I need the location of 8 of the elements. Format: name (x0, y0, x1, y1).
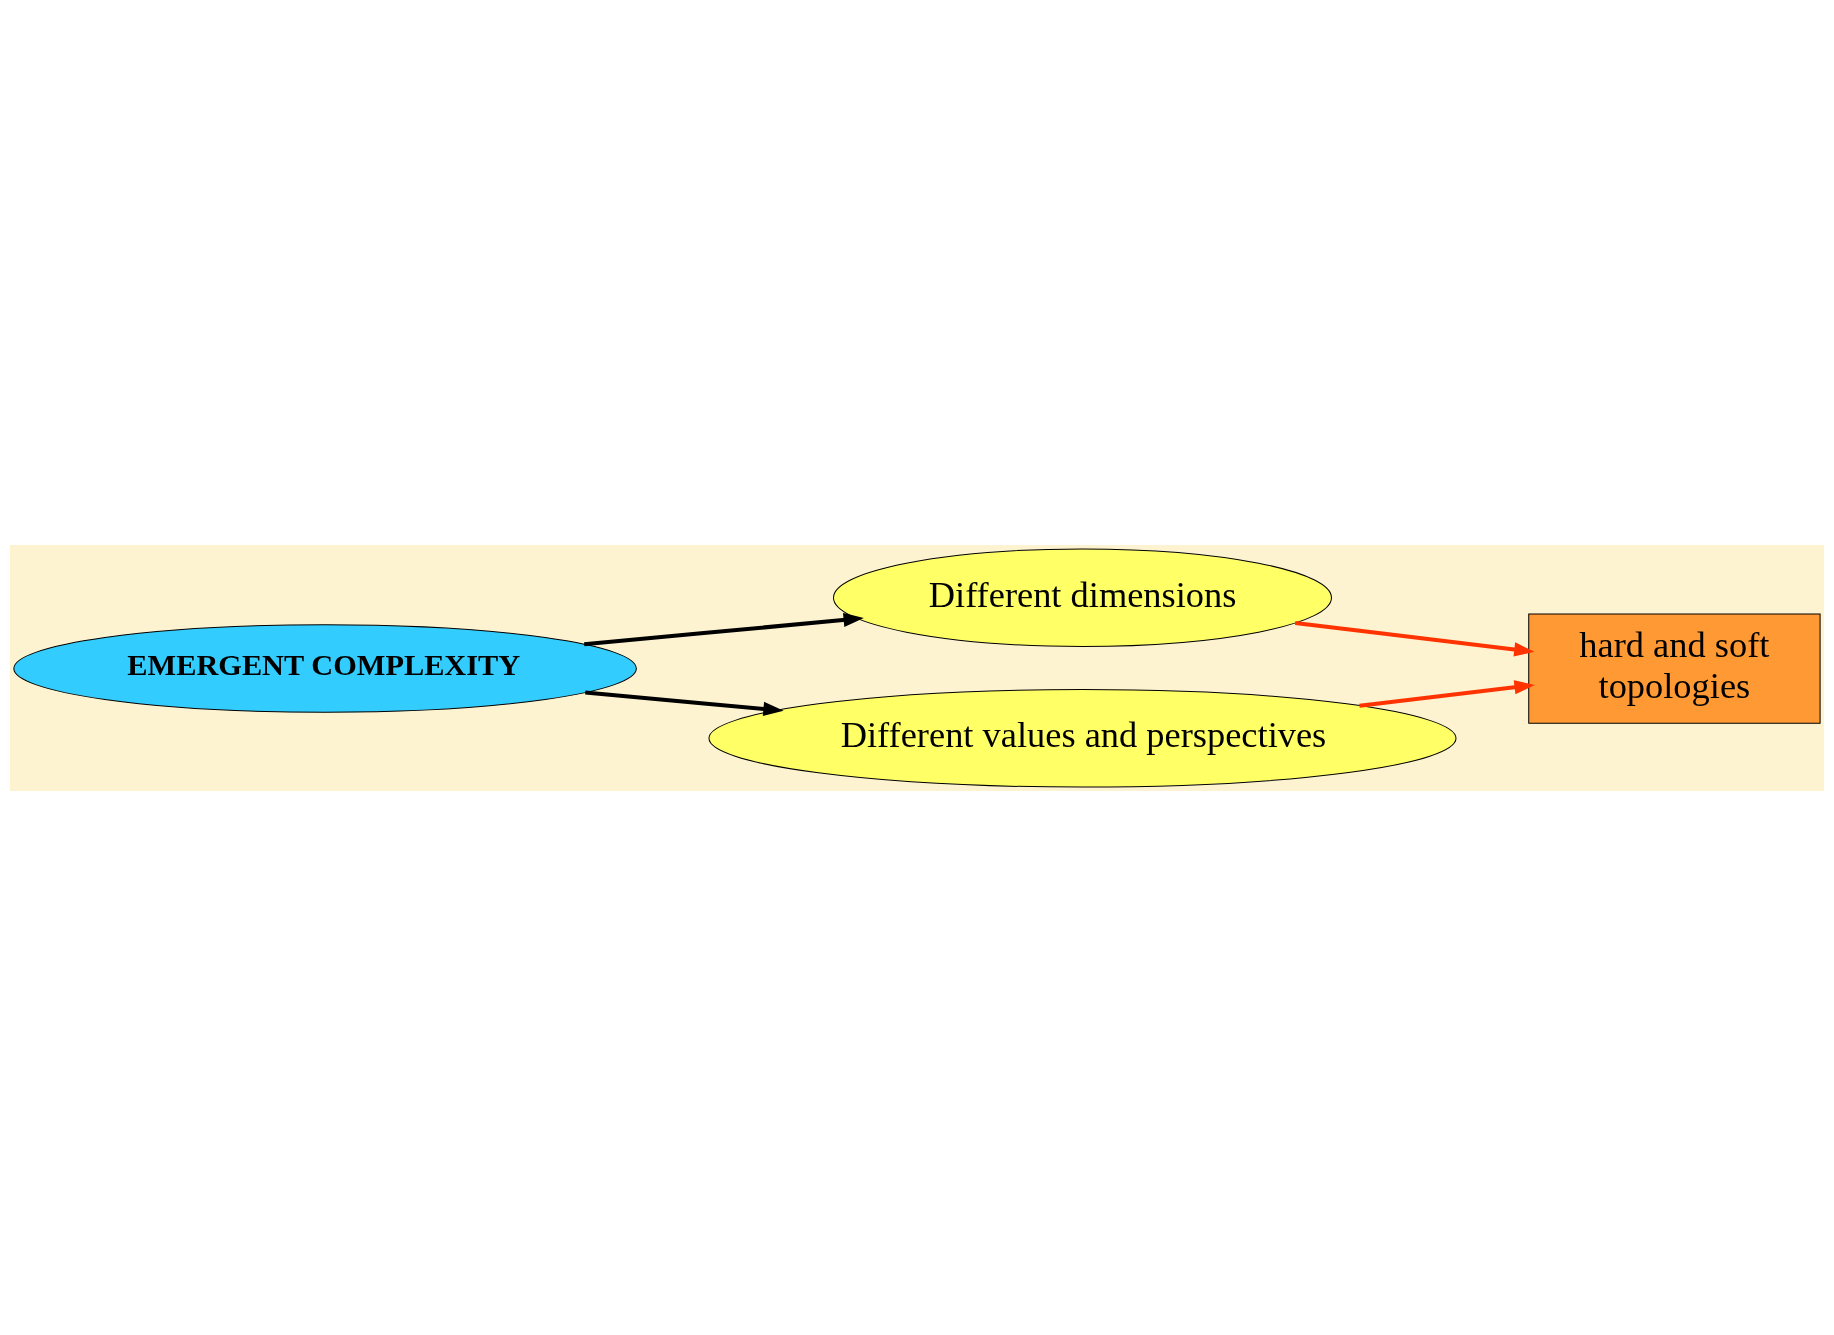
node-ellipse: Different values and perspectives (708, 688, 1457, 788)
arrow (1295, 620, 1535, 656)
arrow (585, 689, 784, 716)
node-box: hard and soft topologies (1528, 612, 1821, 724)
arrow (584, 612, 864, 646)
node-ellipse: EMERGENT COMPLEXITY (13, 623, 637, 713)
node-ellipse: Different dimensions (832, 547, 1332, 647)
arrow (1359, 679, 1535, 708)
